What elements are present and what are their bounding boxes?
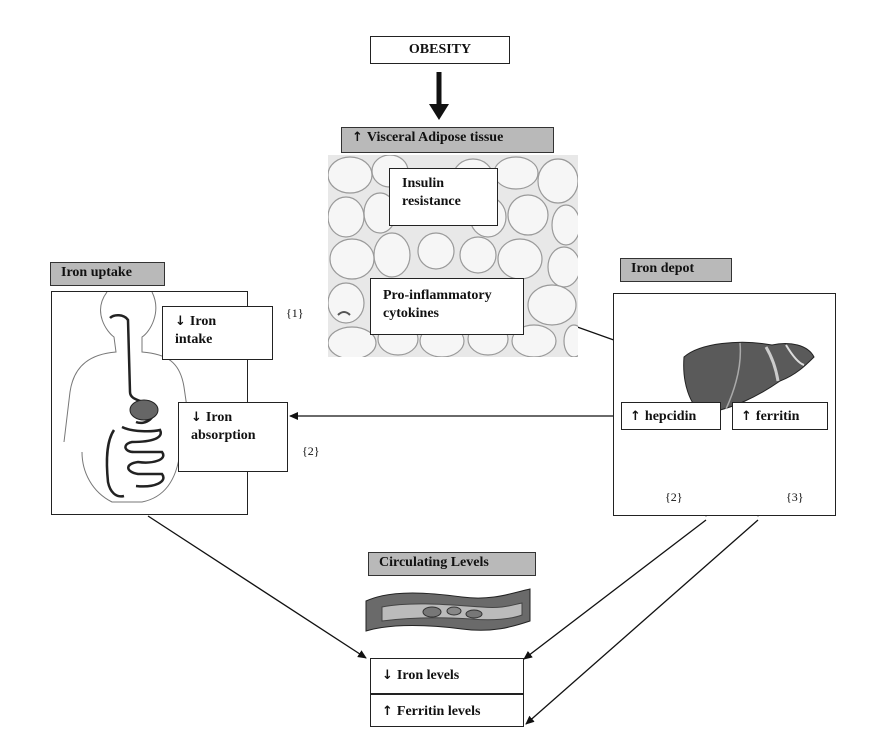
blood-vessel-illustration: [365, 588, 531, 632]
iron-absorption-label: Iron absorption: [191, 410, 256, 443]
ferritin-levels-row: ↑Ferritin levels: [382, 702, 480, 721]
ferritin-label: ferritin: [755, 409, 800, 424]
ferritin-box: ↑ferritin: [732, 402, 828, 430]
ferritin-levels-label: Ferritin levels: [396, 704, 481, 719]
iron-levels-row: ↓Iron levels: [382, 666, 459, 685]
cytokines-box: Pro-inflammatory cytokines: [370, 278, 524, 335]
circulating-header: Circulating Levels: [368, 552, 536, 576]
arrow-down-icon: ↓: [175, 314, 186, 329]
obesity-label: OBESITY: [408, 42, 472, 57]
cytokines-label: Pro-inflammatory cytokines: [383, 288, 492, 321]
iron-uptake-header-label: Iron uptake: [61, 265, 132, 280]
ref-2-depot: {2}: [665, 490, 683, 504]
arrow-depot-to-iron-levels: [523, 519, 707, 660]
circulating-divider: [370, 693, 524, 695]
iron-uptake-header: Iron uptake: [50, 262, 165, 286]
arrow-up-icon: ↑: [741, 409, 752, 424]
ref-2-uptake: {2}: [302, 444, 320, 458]
arrow-up-icon: ↑: [630, 409, 641, 424]
iron-depot-header: Iron depot: [620, 258, 732, 282]
iron-intake-box: ↓Iron intake: [162, 306, 273, 360]
ref-1: {1}: [286, 306, 304, 320]
insulin-resistance-box: Insulin resistance: [389, 168, 498, 226]
hepcidin-box: ↑hepcidin: [621, 402, 721, 430]
adipose-header-label: Visceral Adipose tissue: [366, 130, 504, 145]
arrow-down-icon: ↓: [191, 410, 202, 425]
adipose-header: ↑Visceral Adipose tissue: [341, 127, 554, 153]
iron-intake-label: Iron intake: [175, 314, 217, 347]
circulating-levels-panel: [370, 658, 524, 727]
arrow-up-icon: ↑: [352, 130, 363, 145]
body-digestive-illustration: [63, 292, 193, 503]
arrow-up-icon: ↑: [382, 704, 393, 719]
circulating-header-label: Circulating Levels: [379, 555, 489, 570]
iron-depot-header-label: Iron depot: [631, 261, 695, 276]
arrow-depot-to-ferritin-levels: [525, 519, 759, 725]
iron-levels-label: Iron levels: [396, 668, 460, 683]
arrow-uptake-to-iron-levels: [147, 515, 367, 659]
insulin-resistance-label: Insulin resistance: [402, 176, 461, 209]
arrowhead-obesity: [429, 104, 449, 120]
obesity-box: OBESITY: [370, 36, 510, 64]
ref-3: {3}: [786, 490, 804, 504]
hepcidin-label: hepcidin: [644, 409, 697, 424]
iron-absorption-box: ↓Iron absorption: [178, 402, 288, 472]
arrow-down-icon: ↓: [382, 668, 393, 683]
